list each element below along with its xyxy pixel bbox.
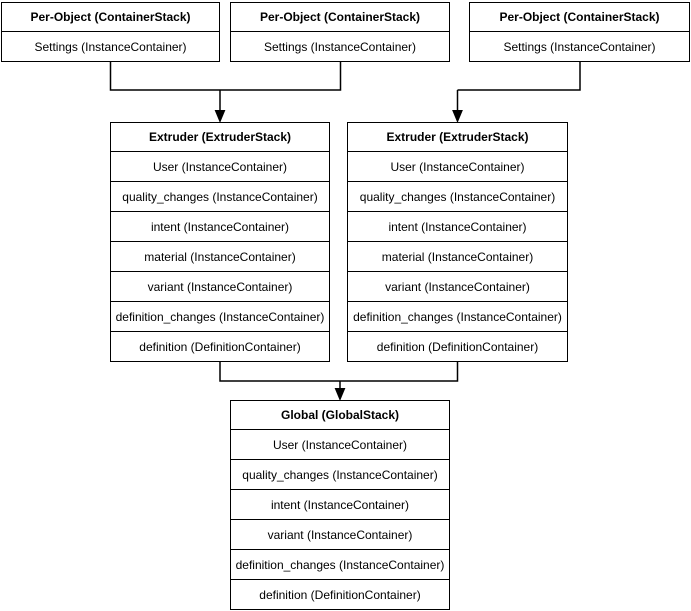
stack-title: Global (GlobalStack) [280, 408, 400, 422]
container-row: definition_changes (InstanceContainer) [231, 549, 449, 579]
connector-per-object-to-right-extruder [457, 62, 581, 91]
container-row: intent (InstanceContainer) [231, 489, 449, 519]
global-stack: Global (GlobalStack) User (InstanceConta… [230, 400, 450, 610]
stack-title: Extruder (ExtruderStack) [386, 130, 529, 144]
stack-title: Per-Object (ContainerStack) [30, 10, 191, 24]
arrowhead-icon [452, 110, 463, 123]
container-row: User (InstanceContainer) [348, 151, 567, 181]
per-object-stack-2: Per-Object (ContainerStack) Settings (In… [230, 2, 450, 62]
container-row: variant (InstanceContainer) [111, 271, 329, 301]
container-row: material (InstanceContainer) [111, 241, 329, 271]
connector-extruders-to-global [219, 362, 459, 382]
container-row: quality_changes (InstanceContainer) [111, 181, 329, 211]
per-object-stack-1: Per-Object (ContainerStack) Settings (In… [1, 2, 220, 62]
stack-title: Per-Object (ContainerStack) [499, 10, 660, 24]
connector-per-object-to-left-extruder [109, 62, 342, 91]
container-row: User (InstanceContainer) [231, 429, 449, 459]
container-row: definition_changes (InstanceContainer) [111, 301, 329, 331]
arrowhead-icon [214, 110, 226, 123]
container-row: Settings (InstanceContainer) [231, 31, 449, 61]
container-row: definition (DefinitionContainer) [348, 331, 567, 361]
container-row: intent (InstanceContainer) [111, 211, 329, 241]
container-row: definition_changes (InstanceContainer) [348, 301, 567, 331]
container-row: intent (InstanceContainer) [348, 211, 567, 241]
stack-title: Extruder (ExtruderStack) [148, 130, 292, 144]
container-row: quality_changes (InstanceContainer) [231, 459, 449, 489]
container-row: material (InstanceContainer) [348, 241, 567, 271]
container-row: definition (DefinitionContainer) [111, 331, 329, 361]
container-row: User (InstanceContainer) [111, 151, 329, 181]
extruder-stack-2: Extruder (ExtruderStack) User (InstanceC… [347, 122, 568, 362]
container-row: variant (InstanceContainer) [348, 271, 567, 301]
container-row: Settings (InstanceContainer) [2, 31, 219, 61]
container-row: quality_changes (InstanceContainer) [348, 181, 567, 211]
container-row: definition (DefinitionContainer) [231, 579, 449, 609]
stack-title: Per-Object (ContainerStack) [259, 10, 421, 24]
container-row: variant (InstanceContainer) [231, 519, 449, 549]
container-row: Settings (InstanceContainer) [470, 31, 689, 61]
extruder-stack-1: Extruder (ExtruderStack) User (InstanceC… [110, 122, 330, 362]
arrowhead-icon [334, 388, 346, 401]
per-object-stack-3: Per-Object (ContainerStack) Settings (In… [469, 2, 690, 62]
